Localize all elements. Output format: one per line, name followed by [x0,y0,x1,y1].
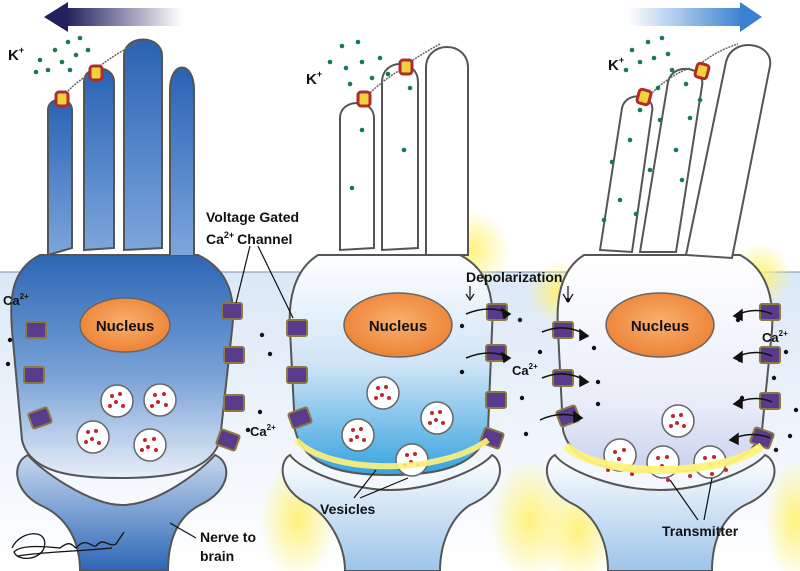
k-label-3: K+ [608,55,624,74]
stereocilium [47,98,73,257]
potassium-ions [33,35,703,223]
nerve-3 [546,453,776,571]
stereocilium [339,102,375,252]
channel-icon [635,61,711,107]
hair-cell-2 [281,43,508,571]
leader-lines [169,245,713,539]
ca-label-left: Ca2+ [3,292,29,308]
k-label-2: K+ [306,69,322,88]
ca-label-mid2: Ca2+ [512,362,538,378]
ca-influx-arrows [465,307,773,446]
cell-body-2 [288,254,494,477]
stereocilium [684,44,772,260]
hair-cell-3 [546,43,781,571]
nerve-label-line1: Nerve to [200,529,256,545]
cell-body-3 [556,254,774,474]
stereocilium [83,67,115,252]
k-label-1: K+ [8,45,24,64]
nucleus-1 [79,297,171,353]
ca-label-mid: Ca2+ [250,423,276,439]
nerve-2 [281,453,501,571]
nerve-label-line2: brain [200,548,234,564]
vesicles-label: Vesicles [320,501,375,517]
ca-label-right: Ca2+ [762,329,788,345]
arrow-left-icon [44,2,182,32]
nucleus-2 [343,292,453,358]
nucleus-label-3: Nucleus [631,318,689,335]
cell-body-1 [10,254,235,480]
nucleus-3 [605,292,715,358]
stereocilium [638,67,704,253]
signature-icon [11,531,125,559]
vgcc-label-line2: Ca2+Channel [206,230,292,247]
nerve-1 [16,453,228,571]
nucleus-label-2: Nucleus [369,318,427,335]
stereocilium [425,46,469,256]
ca-channel-icon [23,302,245,452]
stereocilium [123,38,163,252]
ca-channel-icon [286,303,508,450]
channel-icon [54,64,104,108]
vgcc-label-line1: Voltage Gated [206,209,299,225]
stereocilium [381,63,419,252]
depolarization-label: Depolarization [466,269,562,285]
vesicle-icon [341,376,454,477]
nucleus-label-1: Nucleus [96,318,154,335]
channel-icon [356,58,414,108]
transmitter-label: Transmitter [662,523,739,539]
arrow-right-icon [628,2,762,32]
hair-cell-1 [10,38,245,571]
